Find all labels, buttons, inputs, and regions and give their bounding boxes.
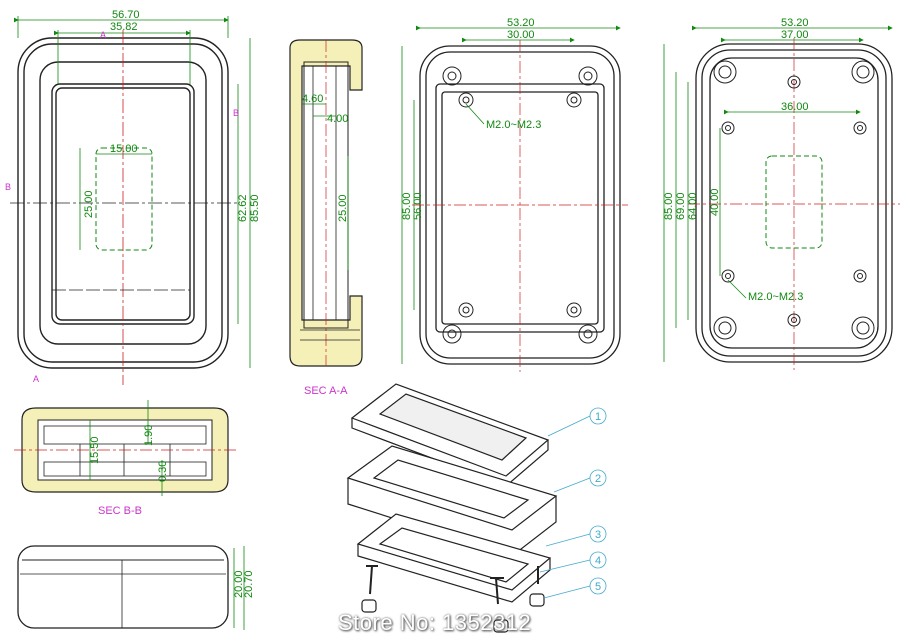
dim-bb-3: 0.30 xyxy=(157,461,169,482)
dim-bottom-width-inner: 37.00 xyxy=(781,29,809,41)
section-b-b-dimensions xyxy=(89,400,163,496)
section-a-a-label: SEC A-A xyxy=(304,385,348,397)
dim-inner-width-outer: 53.20 xyxy=(507,17,535,29)
callout-1: 1 xyxy=(595,411,601,423)
dim-inner-screw: M2.0~M2.3 xyxy=(486,119,541,131)
section-b-b xyxy=(14,407,236,493)
dim-bb-2: 15.50 xyxy=(89,436,101,464)
side-view xyxy=(17,545,229,629)
callout-5: 5 xyxy=(595,581,601,593)
dim-bottom-height-a: 85.00 xyxy=(663,192,675,220)
dim-bottom-screw: M2.0~M2.3 xyxy=(748,291,803,303)
dim-top-width-outer: 56.70 xyxy=(112,9,140,21)
section-b-b-label: SEC B-B xyxy=(98,505,142,517)
dim-aa-3: 25.00 xyxy=(337,194,349,222)
inner-view-top xyxy=(412,40,628,372)
callout-2: 2 xyxy=(595,473,601,485)
callout-3: 3 xyxy=(595,529,601,541)
inner-view-top-dimensions xyxy=(401,25,621,364)
section-mark-a-bottom: A xyxy=(33,374,39,384)
dim-top-width-inner: 35.82 xyxy=(110,21,138,33)
dim-aa-2: 4.00 xyxy=(327,113,348,125)
dim-inner-height-b: 56.00 xyxy=(412,192,424,220)
dim-top-height-b: 85.50 xyxy=(249,194,261,222)
dim-top-height-a: 62.62 xyxy=(237,194,249,222)
dim-side-height-b: 20.70 xyxy=(243,570,255,598)
section-mark-b-left: B xyxy=(5,182,11,192)
dim-bb-1: 1.90 xyxy=(143,425,155,446)
top-view-window-dimensions xyxy=(14,16,251,368)
dim-inner-height-a: 85.00 xyxy=(401,192,413,220)
section-a-a-dimensions xyxy=(302,103,349,270)
section-a-a xyxy=(289,39,363,367)
dim-bottom-width-outer: 53.20 xyxy=(781,17,809,29)
exploded-view xyxy=(346,383,558,633)
side-view-dimensions xyxy=(233,546,245,630)
dim-window-height: 25.00 xyxy=(83,190,95,218)
dim-bottom-center-height: 40.00 xyxy=(709,188,721,216)
bottom-view-bosses xyxy=(713,60,875,340)
inner-view-top-bosses xyxy=(442,66,598,344)
top-view-window xyxy=(10,30,240,385)
dim-bottom-height-b: 69.00 xyxy=(675,192,687,220)
dim-bottom-height-c: 64.00 xyxy=(687,192,699,220)
dim-side-height-a: 20.00 xyxy=(233,570,245,598)
section-mark-a-top: A xyxy=(100,30,106,40)
dim-aa-1: 4.60 xyxy=(302,93,323,105)
bottom-view-dimensions xyxy=(663,25,893,362)
dim-inner-width-inner: 30.00 xyxy=(507,29,535,41)
section-mark-b-right: B xyxy=(233,108,239,118)
callout-4: 4 xyxy=(595,555,601,567)
dim-window-width: 15.00 xyxy=(110,143,138,155)
callout-leaders xyxy=(539,407,607,599)
dim-bottom-center-width: 36.00 xyxy=(781,101,809,113)
store-watermark: Store No: 1352312 xyxy=(338,610,532,635)
bottom-view xyxy=(688,38,900,370)
